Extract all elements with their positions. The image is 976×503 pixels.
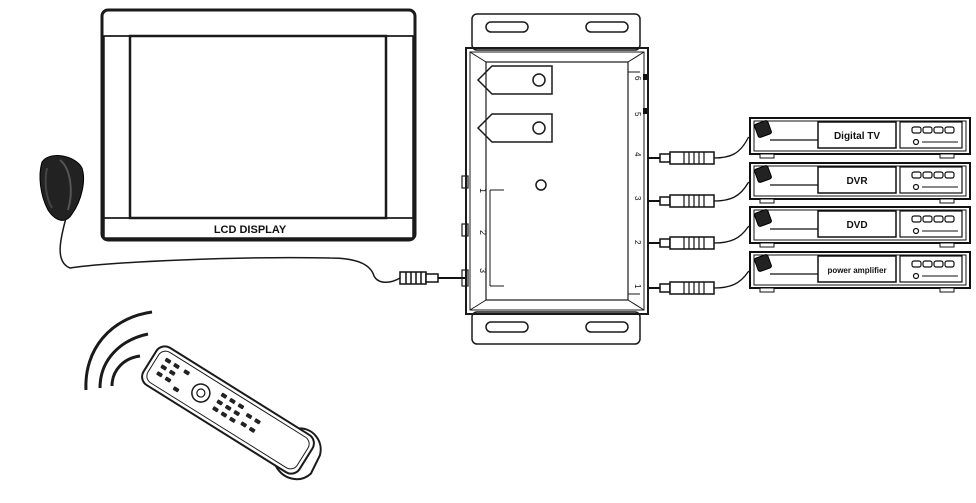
top-mount-slot-left [485, 21, 529, 33]
device-button-panel [911, 215, 955, 223]
device-label-power-amplifier: power amplifier [827, 266, 886, 275]
device-dvr: DVR [749, 162, 971, 204]
hub-right-port-3: 3 [633, 196, 642, 201]
emitter-plug [648, 174, 763, 208]
device-power-amplifier: power amplifier [749, 251, 971, 293]
receiver-plug [399, 271, 466, 285]
ir-receiver [39, 154, 85, 221]
remote-dpad [191, 383, 211, 403]
bottom-mount-slot-left [485, 321, 529, 333]
device-label-dvr: DVR [846, 176, 868, 187]
ir-emitter [754, 209, 772, 227]
hub-left-port-1: 1 [478, 188, 488, 193]
hub-right-port-6: 6 [633, 76, 642, 81]
device-label-digital-tv: Digital TV [834, 131, 880, 142]
av-devices: Digital TV DVR DVD power amplifier [749, 117, 971, 293]
ir-emitter [754, 165, 772, 183]
hub-left-port-3: 3 [478, 268, 488, 273]
device-dvd: DVD [749, 206, 971, 248]
ir-emitter [754, 254, 772, 272]
hub-right-port-4: 4 [633, 152, 642, 157]
hub-right-port-1: 1 [633, 284, 642, 289]
hub-right-port-5: 5 [633, 112, 642, 117]
device-button-panel [911, 126, 955, 134]
ir-hub: 1 2 3 6 5 4 3 2 1 [461, 13, 649, 345]
top-mount-slot-right [585, 21, 629, 33]
hub-right-port-2: 2 [633, 240, 642, 245]
emitter-plug [648, 263, 763, 295]
hub-tag-upper [476, 65, 553, 95]
device-label-dvd: DVD [846, 220, 867, 231]
receiver-cable [59, 217, 401, 283]
remote-control [141, 345, 322, 481]
monitor-label: LCD DISPLAY [214, 224, 287, 236]
emitter-plug [648, 218, 763, 250]
ir-signal-waves [84, 310, 153, 391]
bottom-mount-slot-right [585, 321, 629, 333]
lcd-monitor: LCD DISPLAY [100, 8, 417, 242]
hub-tag-lower [476, 113, 553, 143]
device-button-panel [911, 171, 955, 179]
device-digital-tv: Digital TV [749, 117, 971, 159]
device-button-panel [911, 260, 955, 268]
ir-emitter [754, 120, 772, 138]
emitter-plug [648, 129, 763, 165]
emitter-plugs [648, 129, 763, 295]
hub-indicator-led [535, 179, 547, 191]
hub-left-port-2: 2 [478, 230, 488, 235]
monitor-screen [128, 34, 388, 220]
